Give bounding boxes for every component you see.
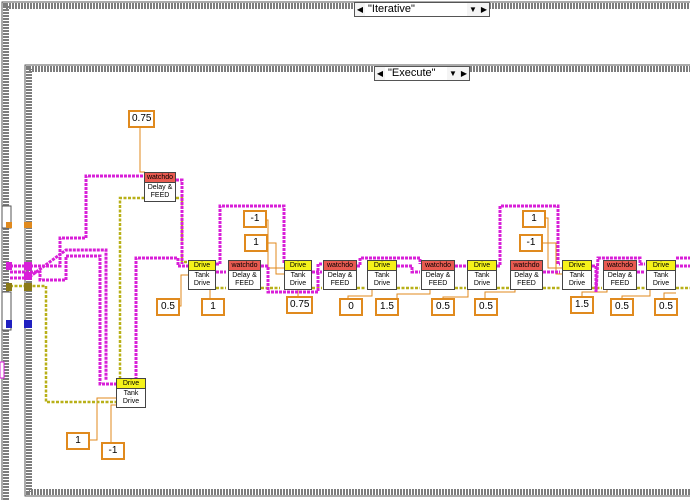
- refnum-tunnel-2: [24, 262, 32, 270]
- node-label-line: Delay &: [514, 272, 539, 279]
- node-label-line: FEED: [150, 192, 170, 199]
- case-next-icon[interactable]: ▶: [460, 69, 468, 78]
- refnum-wires: [10, 174, 690, 388]
- inner-case-selector[interactable]: ◀ "Execute" ▼ ▶: [374, 66, 470, 81]
- node-label-line: Delay &: [327, 272, 353, 279]
- case-next-icon[interactable]: ▶: [480, 5, 488, 14]
- node-label-line: FEED: [428, 280, 448, 287]
- watchdog-delay-feed-node[interactable]: watchdo Delay &FEED: [228, 260, 261, 290]
- error-tunnel-1: [6, 283, 12, 291]
- inner-case-frame: [24, 64, 690, 497]
- chevron-down-icon[interactable]: ▼: [449, 69, 457, 78]
- node-header: watchdo: [229, 261, 260, 271]
- numeric-constant[interactable]: 1: [201, 298, 225, 316]
- node-header: Drive: [285, 261, 311, 271]
- numeric-constant[interactable]: 0.5: [156, 298, 180, 316]
- watchdog-delay-feed-node[interactable]: watchdo Delay &FEED: [421, 260, 455, 290]
- watchdog-delay-feed-node[interactable]: watchdo Delay &FEED: [510, 260, 543, 290]
- node-header: Drive: [647, 261, 675, 271]
- inner-case-label: "Execute": [385, 67, 447, 80]
- node-label-line: Tank: [653, 272, 669, 279]
- node-label-line: Drive: [652, 280, 670, 287]
- numeric-constant[interactable]: 0.5: [431, 298, 455, 316]
- node-header: Drive: [563, 261, 591, 271]
- numeric-constant[interactable]: 0.5: [474, 298, 498, 316]
- node-label-line: Delay &: [425, 272, 451, 279]
- orange-tunnel-1: [6, 222, 12, 228]
- node-label-line: FEED: [330, 280, 350, 287]
- node-label-line: FEED: [235, 280, 254, 287]
- numeric-constant[interactable]: -1: [101, 442, 125, 460]
- numeric-constant[interactable]: -1: [519, 234, 543, 252]
- node-header: watchdo: [324, 261, 356, 271]
- watchdog-delay-feed-node[interactable]: watchdo Delay &FEED: [603, 260, 637, 290]
- chevron-down-icon[interactable]: ▼: [469, 5, 477, 14]
- node-label-line: Delay &: [607, 272, 633, 279]
- case-prev-icon[interactable]: ◀: [356, 5, 364, 14]
- numeric-constant[interactable]: 1: [244, 234, 268, 252]
- numeric-constant[interactable]: 1: [522, 210, 546, 228]
- orange-tunnel-2: [24, 222, 32, 228]
- node-label-line: Delay &: [147, 184, 173, 191]
- node-header: Drive: [368, 261, 396, 271]
- node-header: watchdo: [422, 261, 454, 271]
- blue-tunnel-1: [6, 320, 12, 328]
- node-label-line: Drive: [568, 280, 586, 287]
- node-header: watchdo: [511, 261, 542, 271]
- numeric-constant[interactable]: 1.5: [570, 296, 594, 314]
- node-header: Drive: [468, 261, 496, 271]
- case-prev-icon[interactable]: ◀: [376, 69, 384, 78]
- node-label-line: Delay &: [232, 272, 257, 279]
- node-label-line: Tank: [123, 390, 139, 397]
- watchdog-delay-feed-node[interactable]: watchdo Delay &FEED: [144, 172, 176, 202]
- numeric-constant[interactable]: 1.5: [375, 298, 399, 316]
- node-label-line: Drive: [122, 398, 140, 405]
- refnum-tunnel-3: [24, 272, 32, 280]
- node-label-line: Drive: [373, 280, 391, 287]
- left-tunnel-bottom: [1, 291, 12, 331]
- node-label-line: Tank: [290, 272, 306, 279]
- error-tunnel-2: [24, 283, 32, 291]
- node-header: watchdo: [604, 261, 636, 271]
- node-label-line: Tank: [474, 272, 490, 279]
- numeric-constant[interactable]: 0.5: [610, 298, 634, 316]
- node-label-line: Drive: [193, 280, 211, 287]
- numeric-constant[interactable]: 1: [66, 432, 90, 450]
- refnum-tunnel-1: [6, 262, 12, 270]
- numeric-constant[interactable]: 0: [339, 298, 363, 316]
- numeric-constant[interactable]: -1: [243, 210, 267, 228]
- numeric-constant[interactable]: 0.5: [654, 298, 678, 316]
- node-label-line: Drive: [289, 280, 307, 287]
- node-label-line: FEED: [517, 280, 536, 287]
- node-label-line: FEED: [610, 280, 630, 287]
- blue-tunnel-2: [24, 320, 32, 328]
- numeric-constant[interactable]: 0.75: [128, 110, 156, 128]
- node-label-line: Tank: [374, 272, 390, 279]
- left-terminal-pink: [0, 361, 5, 379]
- watchdog-delay-feed-node[interactable]: watchdo Delay &FEED: [323, 260, 357, 290]
- left-tunnels: [0, 205, 32, 379]
- node-header: Drive: [117, 379, 145, 389]
- outer-case-selector[interactable]: ◀ "Iterative" ▼ ▶: [354, 2, 490, 17]
- node-label-line: Tank: [194, 272, 210, 279]
- node-header: watchdo: [145, 173, 175, 183]
- node-label-line: Tank: [569, 272, 585, 279]
- numeric-constant[interactable]: 0.75: [286, 296, 314, 314]
- node-header: Drive: [189, 261, 215, 271]
- outer-case-label: "Iterative": [365, 3, 467, 16]
- node-label-line: Drive: [473, 280, 491, 287]
